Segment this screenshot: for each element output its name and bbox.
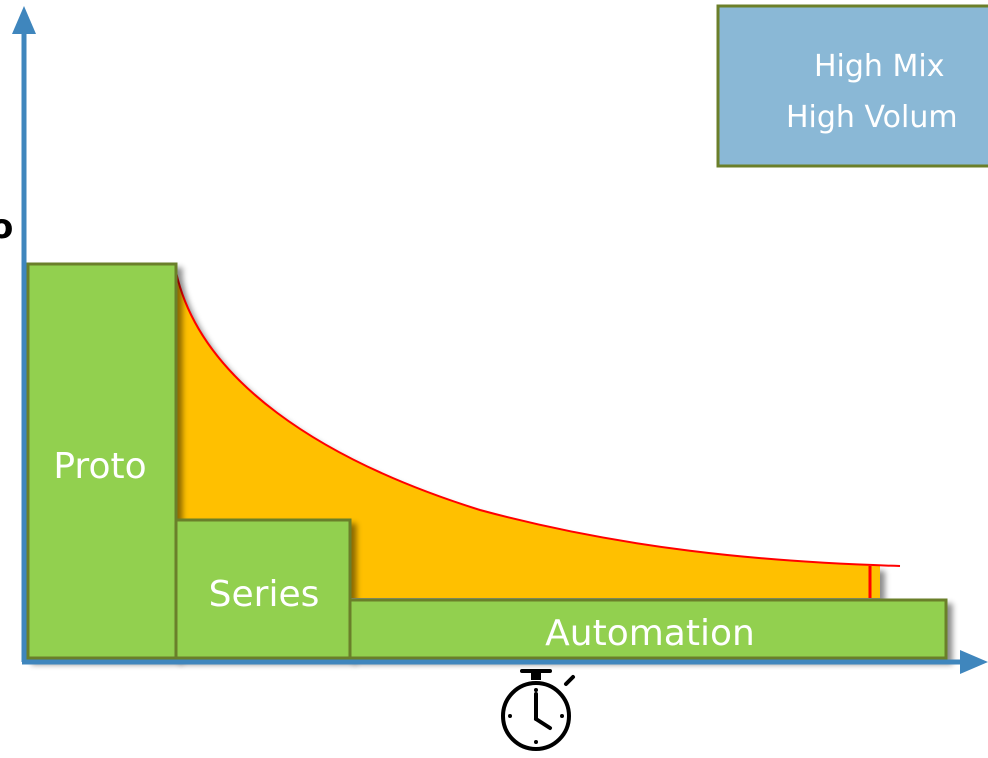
x-axis-arrowhead bbox=[960, 650, 988, 674]
proto-block bbox=[26, 262, 178, 660]
high-mix-high-volume-box bbox=[716, 4, 988, 168]
stopwatch-icon bbox=[501, 669, 575, 751]
decay-curve bbox=[175, 271, 901, 567]
y-axis-arrowhead bbox=[12, 6, 36, 34]
high-volume-label: High Volum bbox=[786, 100, 958, 135]
left-edge-glyph: o bbox=[0, 207, 13, 247]
series-label: Series bbox=[209, 574, 320, 615]
series-block bbox=[174, 518, 352, 660]
volume-area bbox=[176, 272, 880, 598]
high-mix-label: High Mix bbox=[814, 49, 944, 84]
automation-label: Automation bbox=[545, 613, 755, 654]
automation-block bbox=[348, 598, 948, 660]
proto-label: Proto bbox=[53, 446, 146, 487]
